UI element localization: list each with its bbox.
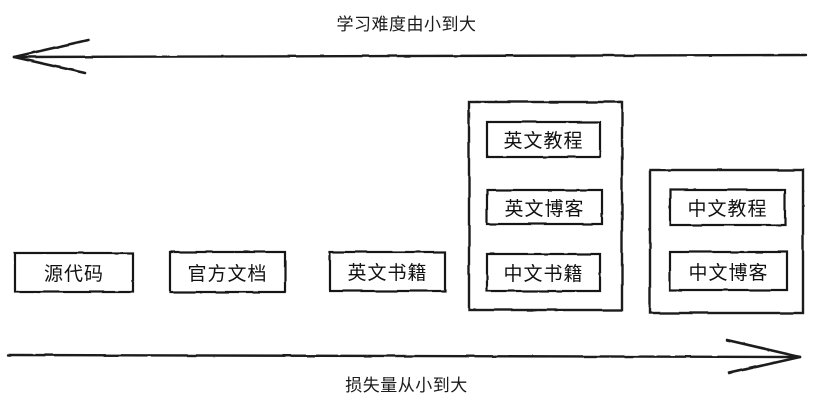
node-box-chinese-blog[interactable] (668, 250, 789, 292)
node-box-english-blog[interactable] (485, 188, 604, 226)
node-box-official-docs[interactable] (168, 250, 287, 294)
node-box-chinese-tutorial[interactable] (668, 188, 787, 227)
bottom-axis (6, 338, 802, 375)
bottom-axis-label: 损失量从小到大 (345, 376, 468, 396)
node-box-source-code[interactable] (13, 251, 135, 294)
node-box-english-tutorial[interactable] (485, 120, 602, 159)
top-axis-label: 学习难度由小到大 (336, 15, 477, 35)
node-box-chinese-books[interactable] (485, 252, 602, 293)
top-axis (12, 38, 808, 75)
node-box-english-books[interactable] (328, 250, 447, 293)
